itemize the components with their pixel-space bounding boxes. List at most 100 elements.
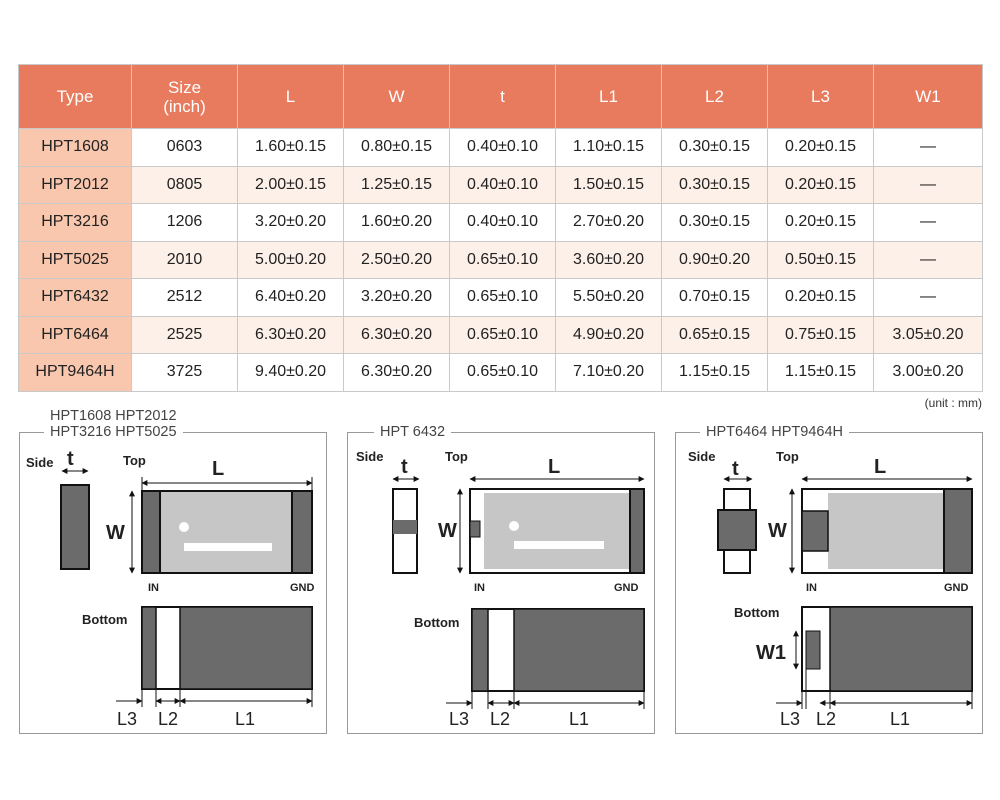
table-row: HPT2012 0805 2.00±0.15 1.25±0.15 0.40±0.…: [18, 165, 983, 204]
cell-type: HPT5025: [18, 240, 132, 279]
label-bottom: Bottom: [734, 605, 780, 620]
cell-t: 0.65±0.10: [449, 278, 556, 317]
diagram-panel-small: Side t Top L W IN GND Bottom L3 L2 L1: [19, 432, 327, 734]
cell-l1: 7.10±0.20: [555, 353, 662, 392]
cell-l: 9.40±0.20: [237, 353, 344, 392]
label-w: W: [768, 520, 787, 542]
cell-l: 2.00±0.15: [237, 165, 344, 204]
cell-l1: 1.50±0.15: [555, 165, 662, 204]
cell-l3: 1.15±0.15: [767, 353, 874, 392]
cell-l2: 0.30±0.15: [661, 128, 768, 167]
label-l1: L1: [890, 709, 910, 729]
table-row: HPT9464H 3725 9.40±0.20 6.30±0.20 0.65±0…: [18, 353, 983, 392]
label-l: L: [212, 458, 224, 480]
cell-size: 2512: [131, 278, 238, 317]
header-l3: L3: [767, 64, 874, 129]
diagram-small: Side t Top L W IN GND Bottom L3 L2 L1: [26, 448, 315, 729]
panel-title-large: HPT6464 HPT9464H: [700, 424, 850, 440]
bottom-electrode-in: [141, 606, 157, 690]
electrode-in: [141, 490, 161, 574]
label-l1: L1: [235, 709, 255, 729]
cell-t: 0.40±0.10: [449, 128, 556, 167]
panel-title-small: HPT1608 HPT2012 HPT3216 HPT5025: [44, 408, 183, 440]
polarity-dot: [179, 522, 189, 532]
cell-l3: 0.20±0.15: [767, 128, 874, 167]
cell-t: 0.40±0.10: [449, 203, 556, 242]
cell-w: 1.60±0.20: [343, 203, 450, 242]
cell-l1: 2.70±0.20: [555, 203, 662, 242]
label-top: Top: [445, 449, 468, 464]
label-l2: L2: [158, 709, 178, 729]
table-row: HPT3216 1206 3.20±0.20 1.60±0.20 0.40±0.…: [18, 203, 983, 242]
cell-type: HPT3216: [18, 203, 132, 242]
top-view-marking-area: [828, 493, 944, 569]
panel-title-line: HPT 6432: [380, 424, 446, 440]
header-l: L: [237, 64, 344, 129]
header-row: Type Size (inch) L W t L1 L2 L3 W1: [18, 64, 983, 129]
cell-l: 6.40±0.20: [237, 278, 344, 317]
cell-w: 3.20±0.20: [343, 278, 450, 317]
side-view-electrode: [393, 520, 417, 534]
cell-w: 0.80±0.15: [343, 128, 450, 167]
cell-l1: 4.90±0.20: [555, 315, 662, 354]
panel-title-line: HPT1608 HPT2012: [50, 408, 177, 424]
diagram-panel-large: Side t Top L W IN GND Bottom W1 L3 L2 L1: [675, 432, 983, 734]
cell-l3: 0.50±0.15: [767, 240, 874, 279]
cell-l1: 1.10±0.15: [555, 128, 662, 167]
label-gnd: GND: [290, 582, 315, 594]
label-l2: L2: [490, 709, 510, 729]
marking-bar: [184, 543, 272, 551]
cell-t: 0.40±0.10: [449, 165, 556, 204]
table-row: HPT5025 2010 5.00±0.20 2.50±0.20 0.65±0.…: [18, 240, 983, 279]
cell-l2: 0.65±0.15: [661, 315, 768, 354]
cell-w1: —: [873, 278, 983, 317]
top-view-body: [141, 490, 313, 574]
label-top: Top: [776, 449, 799, 464]
cell-t: 0.65±0.10: [449, 315, 556, 354]
label-l2: L2: [816, 709, 836, 729]
label-side: Side: [356, 449, 383, 464]
marking-bar: [514, 541, 604, 549]
cell-l2: 0.90±0.20: [661, 240, 768, 279]
cell-t: 0.65±0.10: [449, 240, 556, 279]
cell-w: 6.30±0.20: [343, 315, 450, 354]
cell-l3: 0.75±0.15: [767, 315, 874, 354]
cell-l3: 0.20±0.15: [767, 278, 874, 317]
cell-size: 1206: [131, 203, 238, 242]
cell-size: 2010: [131, 240, 238, 279]
header-type: Type: [18, 64, 132, 129]
bottom-electrode-gnd: [179, 606, 313, 690]
cell-type: HPT9464H: [18, 353, 132, 392]
electrode-in: [469, 520, 481, 538]
bottom-electrode-gnd: [513, 608, 645, 692]
cell-w1: —: [873, 203, 983, 242]
header-w1: W1: [873, 64, 983, 129]
label-t: t: [401, 456, 408, 478]
cell-l2: 1.15±0.15: [661, 353, 768, 392]
bottom-electrode-gnd: [829, 606, 973, 692]
cell-l1: 5.50±0.20: [555, 278, 662, 317]
label-l3: L3: [117, 709, 137, 729]
top-view-marking-area: [484, 493, 630, 569]
label-l: L: [874, 456, 886, 478]
electrode-gnd: [291, 490, 313, 574]
cell-w: 2.50±0.20: [343, 240, 450, 279]
label-in: IN: [806, 582, 817, 594]
table-row: HPT6432 2512 6.40±0.20 3.20±0.20 0.65±0.…: [18, 278, 983, 317]
label-gnd: GND: [614, 582, 639, 594]
bottom-electrode-in: [471, 608, 489, 692]
cell-w1: —: [873, 165, 983, 204]
label-side: Side: [26, 455, 53, 470]
label-t: t: [67, 448, 74, 470]
panel-title-6432: HPT 6432: [374, 424, 452, 440]
label-l3: L3: [780, 709, 800, 729]
cell-l2: 0.30±0.15: [661, 203, 768, 242]
label-top: Top: [123, 453, 146, 468]
polarity-dot: [509, 521, 519, 531]
cell-type: HPT1608: [18, 128, 132, 167]
label-in: IN: [474, 582, 485, 594]
cell-type: HPT6464: [18, 315, 132, 354]
cell-size: 0603: [131, 128, 238, 167]
label-gnd: GND: [944, 582, 969, 594]
header-t: t: [449, 64, 556, 129]
